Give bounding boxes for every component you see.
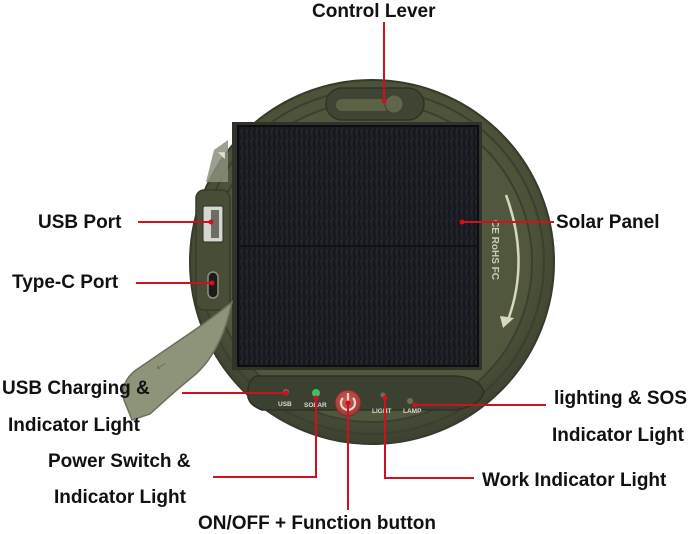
- callout-usb-charging-line1: USB Charging &: [2, 378, 150, 399]
- callout-type-c-port: Type-C Port: [12, 272, 119, 293]
- callout-power-switch-line1: Power Switch &: [48, 451, 191, 472]
- leader-lines: [136, 22, 554, 510]
- callout-usb-port: USB Port: [38, 212, 122, 233]
- certification-marks: CE RoHS FC: [489, 220, 500, 280]
- callout-solar-panel: Solar Panel: [556, 212, 660, 233]
- callout-on-off-button: ON/OFF + Function button: [198, 513, 436, 534]
- svg-text:LAMP: LAMP: [403, 408, 422, 415]
- usb-port[interactable]: [202, 205, 224, 243]
- signal-icon: ◥: [218, 150, 225, 160]
- rotation-arrow-icon: [504, 194, 520, 321]
- control-lever[interactable]: [325, 87, 425, 121]
- callout-power-switch-line2: Indicator Light: [54, 487, 186, 508]
- rubber-port-cover[interactable]: ⭠: [122, 300, 234, 421]
- signal-sensor: ◥: [206, 140, 228, 182]
- callout-control-lever: Control Lever: [312, 1, 436, 22]
- svg-text:LIGHT: LIGHT: [372, 408, 392, 415]
- leader-dots: [208, 98, 465, 408]
- control-strip: [247, 375, 485, 411]
- lamp-indicator-led: LAMP: [403, 398, 422, 415]
- callout-work-indicator: Work Indicator Light: [482, 470, 667, 491]
- solar-panel: [232, 122, 482, 370]
- svg-text:USB: USB: [278, 401, 292, 408]
- svg-text:CE RoHS FC: CE RoHS FC: [489, 220, 500, 280]
- rotation-arrow-head: [500, 316, 514, 328]
- callout-usb-charging-line2: Indicator Light: [8, 415, 140, 436]
- callout-lighting-sos-line2: Indicator Light: [552, 425, 684, 446]
- callout-lighting-sos-line1: lighting & SOS: [554, 388, 687, 409]
